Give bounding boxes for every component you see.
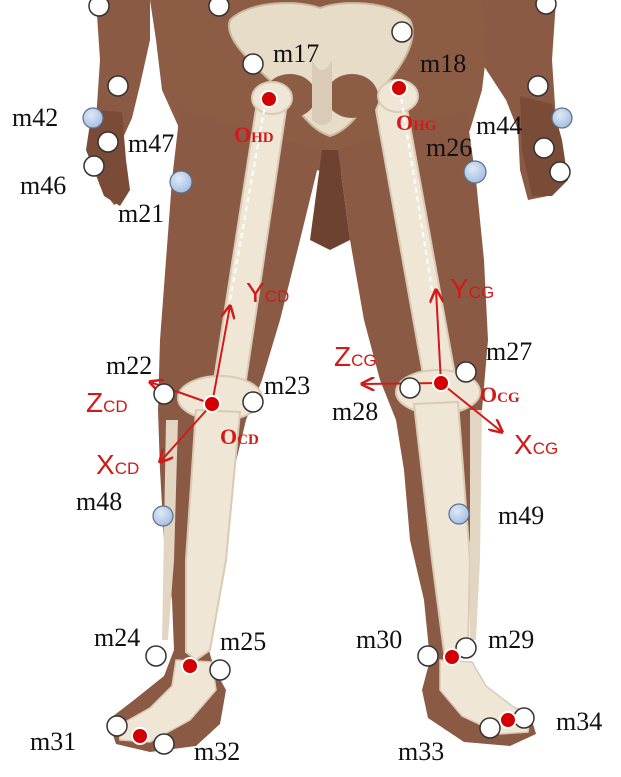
marker-dot-m17 bbox=[243, 54, 263, 74]
label-m48: m48 bbox=[76, 487, 122, 516]
label-m46: m46 bbox=[20, 171, 66, 200]
label-m21: m21 bbox=[118, 199, 164, 228]
marker-dot-m49 bbox=[449, 504, 469, 524]
hip-center-right bbox=[261, 91, 277, 107]
marker-dot-m24 bbox=[146, 646, 166, 666]
label-m32: m32 bbox=[194, 737, 240, 766]
marker-dot bbox=[108, 76, 128, 96]
marker-dot-m28 bbox=[400, 378, 420, 398]
x-cg-label: XCG bbox=[514, 429, 558, 460]
label-m47: m47 bbox=[128, 129, 174, 158]
marker-dot-m26 bbox=[534, 138, 554, 158]
marker-dot-m44 bbox=[552, 108, 572, 128]
label-m33: m33 bbox=[398, 737, 444, 766]
marker-dot-m32 bbox=[154, 734, 174, 754]
knee-center-left bbox=[433, 375, 449, 391]
toe-center-right bbox=[132, 728, 148, 744]
marker-dot-m30 bbox=[418, 646, 438, 666]
marker-dot-m34 bbox=[514, 708, 534, 728]
obturator-left bbox=[326, 74, 378, 118]
marker-dot bbox=[536, 0, 556, 14]
label-m17: m17 bbox=[273, 39, 319, 68]
marker-dot bbox=[464, 161, 486, 183]
ankle-center-right bbox=[182, 658, 198, 674]
label-m23: m23 bbox=[264, 371, 310, 400]
label-m42: m42 bbox=[12, 103, 58, 132]
hip-center-left bbox=[391, 80, 407, 96]
marker-dot-m47 bbox=[98, 132, 118, 152]
ankle-center-left bbox=[444, 649, 460, 665]
marker-dot-m42 bbox=[83, 108, 103, 128]
label-m26: m26 bbox=[426, 133, 472, 162]
label-m44: m44 bbox=[476, 111, 522, 140]
marker-dot-m22 bbox=[154, 384, 174, 404]
marker-dot-m18-upper bbox=[392, 22, 412, 42]
x-cd-label: XCD bbox=[96, 449, 139, 480]
marker-dot-m31 bbox=[107, 716, 127, 736]
label-m24: m24 bbox=[94, 623, 140, 652]
marker-dot-m23 bbox=[243, 392, 263, 412]
marker-dot-m46 bbox=[84, 156, 104, 176]
marker-dot bbox=[550, 162, 570, 182]
marker-dot bbox=[528, 76, 548, 96]
label-m18: m18 bbox=[420, 49, 466, 78]
marker-dot-m25 bbox=[210, 660, 230, 680]
label-m28: m28 bbox=[332, 397, 378, 426]
label-m30: m30 bbox=[356, 625, 402, 654]
knee-center-right bbox=[204, 396, 220, 412]
label-m29: m29 bbox=[488, 625, 534, 654]
z-cd-label: ZCD bbox=[86, 387, 128, 418]
marker-dot-m27 bbox=[456, 362, 476, 382]
marker-dot-m48 bbox=[153, 506, 173, 526]
label-m31: m31 bbox=[30, 727, 76, 756]
label-m27: m27 bbox=[486, 337, 532, 366]
toe-center-left bbox=[500, 712, 516, 728]
label-m34: m34 bbox=[556, 707, 602, 736]
marker-dot-m33 bbox=[480, 718, 500, 738]
label-m25: m25 bbox=[220, 627, 266, 656]
z-cg-label: ZCG bbox=[334, 341, 377, 372]
label-m22: m22 bbox=[106, 351, 152, 380]
label-m49: m49 bbox=[498, 501, 544, 530]
marker-dot bbox=[209, 0, 229, 16]
marker-dot bbox=[89, 0, 109, 16]
marker-dot-m21 bbox=[170, 171, 192, 193]
origin-knee-left-label: OCG bbox=[480, 382, 520, 407]
left-fibula bbox=[470, 410, 482, 640]
